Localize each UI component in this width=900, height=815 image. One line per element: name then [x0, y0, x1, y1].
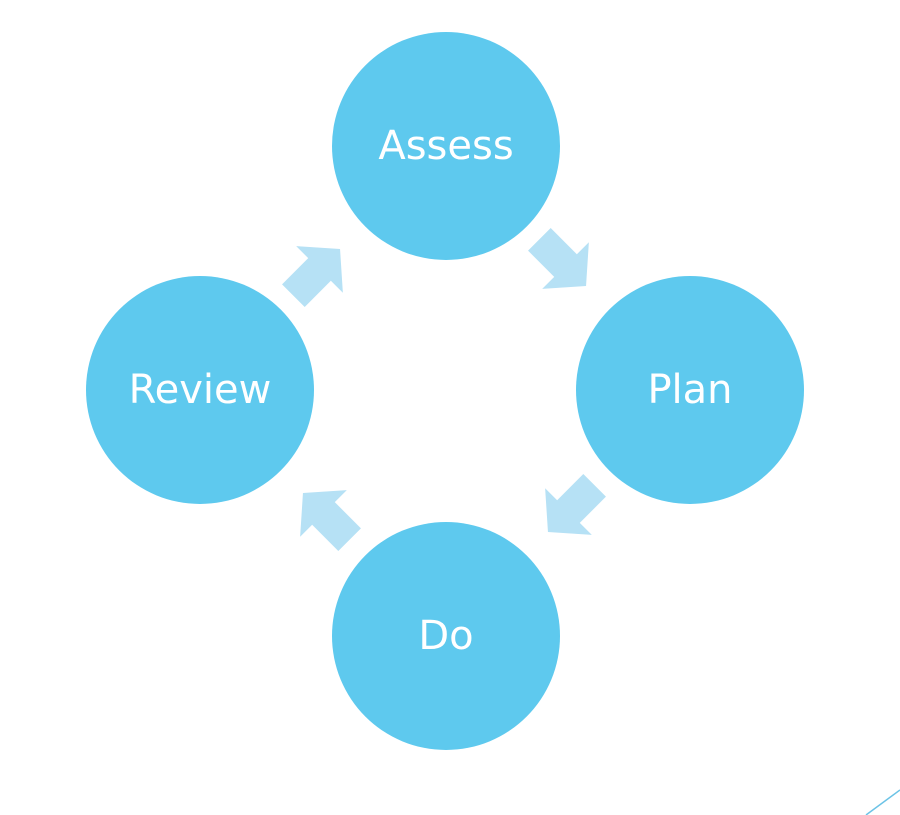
stage-assess-circle [332, 32, 560, 260]
stage-do-label: Do [418, 613, 473, 659]
arrow-plan-to-do [545, 474, 606, 535]
stage-assess: Assess [332, 32, 560, 260]
corner-decoration-line [865, 789, 900, 815]
stage-do-circle [332, 522, 560, 750]
stage-plan-label: Plan [647, 367, 732, 413]
stage-plan-circle [576, 276, 804, 504]
stage-review-label: Review [129, 367, 272, 413]
stage-do: Do [332, 522, 560, 750]
stage-review: Review [86, 276, 314, 504]
stage-review-circle [86, 276, 314, 504]
stage-plan: Plan [576, 276, 804, 504]
arrow-assess-to-plan [528, 228, 589, 289]
arrow-do-to-review [300, 490, 361, 551]
stage-assess-label: Assess [378, 123, 513, 169]
arrow-review-to-assess [282, 246, 343, 307]
